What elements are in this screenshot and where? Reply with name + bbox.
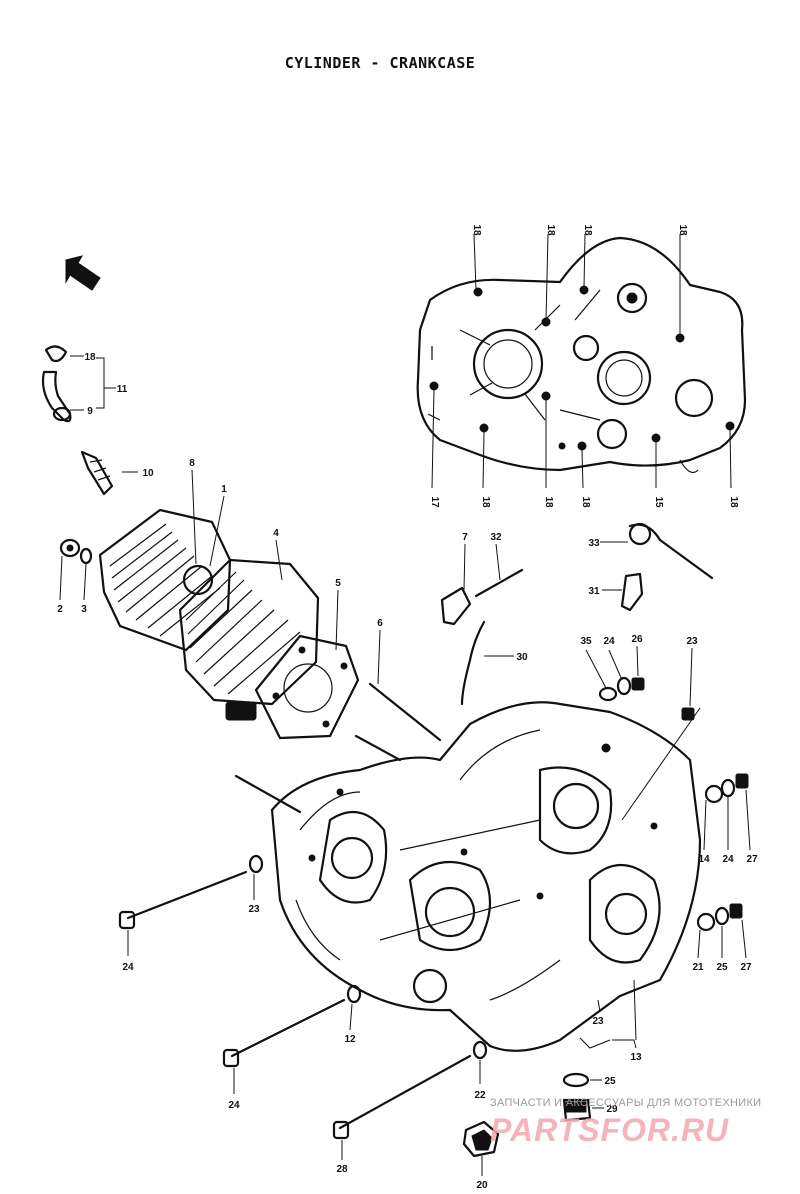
callout-1: 1 [221, 484, 227, 495]
drain-plug [562, 1072, 604, 1122]
cylinder-nut [59, 538, 81, 601]
callout-18: 18 [84, 352, 96, 363]
callout-leaders-lower [579, 979, 637, 1049]
cylinder-washer [79, 547, 93, 601]
callout-4: 4 [273, 528, 279, 539]
callout-11: 11 [117, 384, 128, 395]
callout-18: 18 [677, 224, 688, 236]
callout-10: 10 [142, 468, 154, 479]
callout-2: 2 [57, 604, 63, 615]
callout-24: 24 [228, 1100, 240, 1111]
callout-27: 27 [740, 962, 752, 973]
callout-18: 18 [545, 224, 556, 236]
crankcase-main [270, 701, 702, 1052]
callout-13: 13 [630, 1052, 642, 1063]
callout-30: 30 [516, 652, 528, 663]
callout-12: 12 [344, 1034, 356, 1045]
callout-18: 18 [582, 224, 593, 236]
callout-18: 18 [480, 496, 491, 508]
callout-18: 18 [543, 496, 554, 508]
callout-24: 24 [603, 636, 615, 647]
callout-31: 31 [588, 586, 600, 597]
callout-23: 23 [248, 904, 260, 915]
callout-33: 33 [588, 538, 600, 549]
fastener-set-right [696, 773, 751, 959]
callout-32: 32 [490, 532, 502, 543]
callout-35: 35 [580, 636, 592, 647]
cylinder-head [98, 469, 232, 652]
callout-24: 24 [122, 962, 134, 973]
callout-17: 17 [429, 496, 440, 508]
fastener-set-upper [585, 645, 701, 821]
callout-21: 21 [692, 962, 704, 973]
callout-7: 7 [462, 532, 468, 543]
callout-9: 9 [87, 406, 93, 417]
plug-cap [41, 345, 116, 423]
callout-29: 29 [606, 1104, 618, 1115]
callout-15: 15 [653, 496, 664, 508]
callout-25: 25 [604, 1076, 616, 1087]
crankcase-inner-view [416, 236, 747, 473]
cylinder [178, 539, 320, 721]
callout-5: 5 [335, 578, 341, 589]
callout-20: 20 [476, 1180, 488, 1191]
callout-18: 18 [471, 224, 482, 236]
cylinder-gasket [254, 589, 360, 740]
spark-plug [80, 450, 138, 496]
callout-18: 18 [580, 496, 591, 508]
callout-18: 18 [728, 496, 739, 508]
callout-28: 28 [336, 1164, 348, 1175]
oil-fittings [440, 522, 714, 706]
callout-8: 8 [189, 458, 195, 469]
callout-25: 25 [716, 962, 728, 973]
callout-14: 14 [698, 854, 710, 865]
watermark-logo: PARTSFOR.RU [490, 1112, 730, 1148]
callout-24: 24 [722, 854, 734, 865]
callout-23: 23 [686, 636, 698, 647]
callout-26: 26 [631, 634, 643, 645]
callout-6: 6 [377, 618, 383, 629]
callout-23: 23 [592, 1016, 604, 1027]
crankcase-bolts [118, 854, 488, 1160]
callout-22: 22 [474, 1090, 486, 1101]
cylinder-studs [234, 629, 442, 814]
diagram-title: CYLINDER - CRANKCASE [284, 54, 476, 72]
callout-3: 3 [81, 604, 87, 615]
callout-27: 27 [746, 854, 758, 865]
direction-arrow-icon [65, 255, 101, 291]
watermark-caption: ЗАПЧАСТИ И АКСЕССУАРЫ ДЛЯ МОТОТЕХНИКИ [490, 1097, 762, 1109]
oil-cap [462, 1120, 500, 1176]
